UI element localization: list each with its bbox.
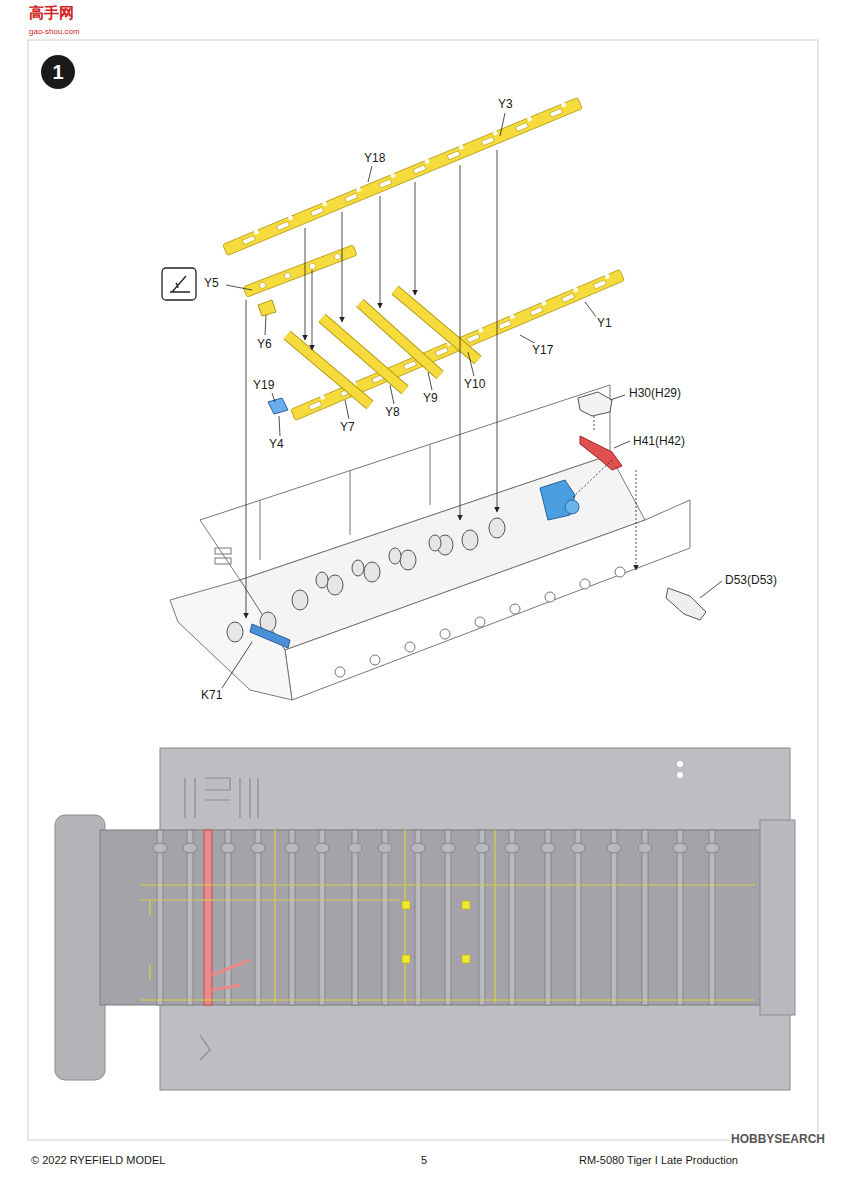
torsion-bar bbox=[709, 830, 715, 1005]
torsion-bar bbox=[415, 830, 421, 1005]
pe-rail bbox=[243, 245, 357, 297]
part-number: Y19 bbox=[252, 378, 275, 392]
step-number: 1 bbox=[52, 61, 63, 84]
fold-icon bbox=[162, 268, 196, 300]
pe-rail bbox=[223, 97, 583, 256]
torsion-bar bbox=[255, 830, 261, 1005]
torsion-bar-end bbox=[673, 843, 687, 853]
pe-rail bbox=[290, 269, 624, 421]
torsion-bar-end bbox=[607, 843, 621, 853]
part-d53 bbox=[666, 588, 706, 620]
watermark-url: gao-shou.com bbox=[28, 25, 81, 39]
torsion-bar-end bbox=[251, 843, 265, 853]
torsion-bar bbox=[642, 830, 648, 1005]
torsion-bar-end bbox=[378, 843, 392, 853]
placement-lines bbox=[222, 113, 722, 688]
part-number: Y5 bbox=[203, 276, 220, 290]
footer-copyright: © 2022 RYEFIELD MODEL bbox=[30, 1153, 166, 1167]
hull-tub bbox=[170, 385, 690, 700]
part-number: K71 bbox=[200, 688, 223, 702]
part-y19 bbox=[268, 398, 288, 414]
torsion-bar-end bbox=[411, 843, 425, 853]
step-number-circle: 1 bbox=[41, 55, 75, 89]
watermark: 高手网 bbox=[28, 6, 75, 20]
hull-bottom-view bbox=[55, 748, 795, 1090]
blue-housing bbox=[540, 480, 579, 520]
part-number: H30(H29) bbox=[628, 386, 682, 400]
part-number: Y6 bbox=[256, 337, 273, 351]
part-h41 bbox=[580, 436, 622, 470]
torsion-bar bbox=[289, 830, 295, 1005]
footer-kit-title: RM-5080 Tiger I Late Production bbox=[578, 1153, 739, 1167]
torsion-bar bbox=[545, 830, 551, 1005]
torsion-bar bbox=[319, 830, 325, 1005]
torsion-bar-end bbox=[348, 843, 362, 853]
torsion-bar-end bbox=[475, 843, 489, 853]
torsion-bar bbox=[509, 830, 515, 1005]
torsion-bar-end bbox=[183, 843, 197, 853]
part-number: Y3 bbox=[497, 97, 514, 111]
part-number: Y8 bbox=[384, 405, 401, 419]
part-number: Y4 bbox=[268, 437, 285, 451]
torsion-bar-end bbox=[315, 843, 329, 853]
part-number: Y18 bbox=[363, 151, 386, 165]
torsion-bar bbox=[445, 830, 451, 1005]
torsion-bar bbox=[382, 830, 388, 1005]
torsion-bar bbox=[352, 830, 358, 1005]
torsion-bar bbox=[677, 830, 683, 1005]
part-h30 bbox=[578, 392, 612, 416]
torsion-bar-end bbox=[541, 843, 555, 853]
torsion-bar-end bbox=[441, 843, 455, 853]
part-number: Y10 bbox=[463, 377, 486, 391]
pe-crossmember-edge bbox=[395, 290, 478, 360]
torsion-bar-end bbox=[221, 843, 235, 853]
torsion-bar-end bbox=[638, 843, 652, 853]
torsion-bar-end bbox=[153, 843, 167, 853]
torsion-bar bbox=[611, 830, 617, 1005]
pe-crossmember bbox=[395, 290, 478, 360]
torsion-bar-end bbox=[705, 843, 719, 853]
torsion-bar-end bbox=[505, 843, 519, 853]
part-number: Y9 bbox=[422, 391, 439, 405]
torsion-bar bbox=[187, 830, 193, 1005]
part-number: Y1 bbox=[596, 316, 613, 330]
torsion-bar bbox=[225, 830, 231, 1005]
torsion-bar-mounts bbox=[227, 518, 505, 642]
page-frame bbox=[28, 40, 818, 1140]
part-number: Y7 bbox=[339, 420, 356, 434]
torsion-bar bbox=[479, 830, 485, 1005]
torsion-bar bbox=[575, 830, 581, 1005]
part-number: D53(D53) bbox=[724, 573, 778, 587]
page-number: 5 bbox=[420, 1153, 428, 1167]
torsion-bar-end bbox=[285, 843, 299, 853]
part-number: H41(H42) bbox=[632, 434, 686, 448]
photo-etch-frames bbox=[223, 97, 625, 421]
road-wheel-holes bbox=[335, 567, 625, 677]
part-k71 bbox=[250, 624, 290, 648]
torsion-bar-end bbox=[571, 843, 585, 853]
pe-part-y6 bbox=[258, 300, 276, 316]
watermark: HOBBYSEARCH bbox=[730, 1132, 826, 1146]
torsion-bar bbox=[157, 830, 163, 1005]
part-number: Y17 bbox=[531, 343, 554, 357]
